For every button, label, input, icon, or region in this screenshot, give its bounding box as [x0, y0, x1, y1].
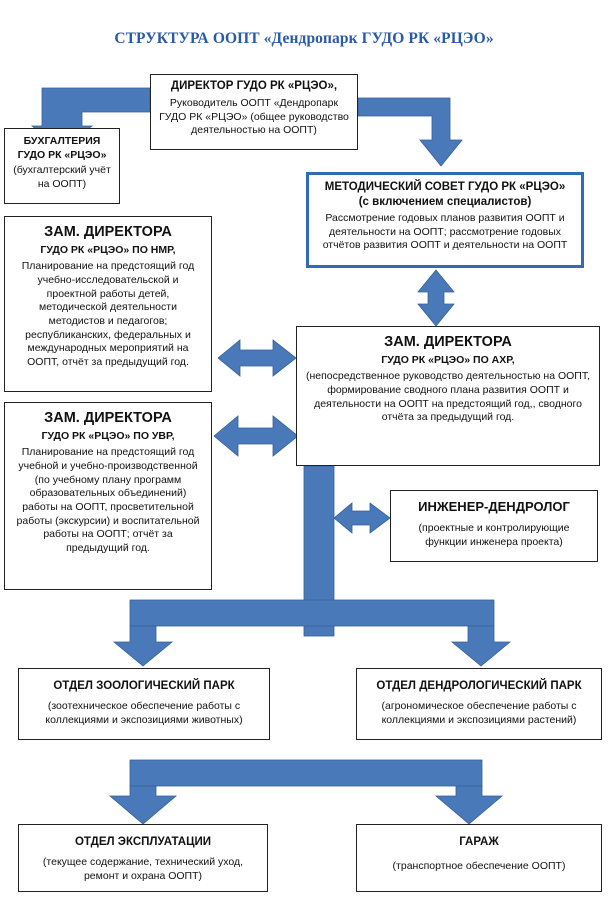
arrow-to-dendro-park — [450, 625, 512, 667]
dendro-park-heading: ОТДЕЛ ДЕНДРОЛОГИЧЕСКИЙ ПАРК — [376, 680, 582, 692]
zoo-park-heading: ОТДЕЛ ЗООЛОГИЧЕСКИЙ ПАРК — [53, 680, 235, 692]
method-council-text: Рассмотрение годовых планов развития ООП… — [322, 211, 568, 252]
dendro-park-text: (агрономическое обеспечение работы с кол… — [381, 699, 577, 726]
deputy-nmr-subheading: ГУДО РК «РЦЭО» ПО НМР, — [40, 243, 176, 256]
deputy-uvr-box: ЗАМ. ДИРЕКТОРА ГУДО РК «РЦЭО» ПО УВР, Пл… — [4, 402, 212, 590]
accounting-text: (бухгалтерский учёт на ООПТ) — [13, 164, 111, 190]
deputy-ahr-heading: ЗАМ. ДИРЕКТОРА — [384, 334, 512, 350]
accounting-box: БУХГАЛТЕРИЯ ГУДО РК «РЦЭО» (бухгалтерски… — [4, 128, 120, 204]
deputy-nmr-box: ЗАМ. ДИРЕКТОРА ГУДО РК «РЦЭО» ПО НМР, Пл… — [4, 216, 212, 392]
method-council-subheading: (с включением специалистов) — [358, 195, 532, 208]
arrow-to-zoo-park — [112, 625, 174, 667]
deputy-uvr-text: Планирование на предстоящий год учебной … — [16, 446, 200, 554]
accounting-heading: БУХГАЛТЕРИЯ ГУДО РК «РЦЭО» — [17, 135, 107, 161]
garage-text: (транспортное обеспечение ООПТ) — [392, 859, 566, 872]
method-council-heading: МЕТОДИЧЕСКИЙ СОВЕТ ГУДО РК «РЦЭО» — [324, 181, 566, 193]
zoo-park-text: (зоотехническое обеспечение работы с кол… — [45, 699, 243, 726]
deputy-uvr-subheading: ГУДО РК «РЦЭО» ПО УВР, — [41, 429, 175, 442]
garage-heading: ГАРАЖ — [459, 836, 499, 848]
deputy-nmr-text: Планирование на предстоящий год учебно-и… — [21, 260, 195, 368]
chart-title: СТРУКТУРА ООПТ «Дендропарк ГУДО РК «РЦЭО… — [114, 30, 494, 47]
dendrologist-text: (проектные и контролирующие функции инже… — [418, 521, 570, 548]
deputy-ahr-text: (непосредственное руководство деятельнос… — [305, 370, 591, 424]
deputy-nmr-heading: ЗАМ. ДИРЕКТОРА — [44, 224, 172, 240]
garage-box: ГАРАЖ (транспортное обеспечение ООПТ) — [356, 824, 602, 892]
director-text: Руководитель ООПТ «Дендропарк ГУДО РК «Р… — [159, 96, 349, 137]
director-heading: ДИРЕКТОР ГУДО РК «РЦЭО», — [170, 80, 338, 92]
dendrologist-heading: ИНЖЕНЕР-ДЕНДРОЛОГ — [418, 499, 570, 514]
arrow-nmr-ahr — [217, 339, 297, 377]
arrow-to-exploitation — [108, 785, 178, 825]
bar-lower — [129, 759, 483, 787]
exploitation-text: (текущее содержание, технический уход, р… — [42, 855, 244, 882]
exploitation-heading: ОТДЕЛ ЭКСПЛУАТАЦИИ — [74, 836, 212, 848]
deputy-uvr-heading: ЗАМ. ДИРЕКТОРА — [44, 410, 172, 426]
arrow-uvr-ahr — [213, 415, 299, 457]
dendro-park-box: ОТДЕЛ ДЕНДРОЛОГИЧЕСКИЙ ПАРК (агрономичес… — [356, 668, 602, 740]
arrow-director-to-council — [357, 97, 463, 167]
method-council-box: МЕТОДИЧЕСКИЙ СОВЕТ ГУДО РК «РЦЭО» (с вкл… — [306, 172, 584, 268]
arrow-trunk-dendrologist — [333, 502, 391, 534]
deputy-ahr-box: ЗАМ. ДИРЕКТОРА ГУДО РК «РЦЭО» ПО АХР, (н… — [296, 326, 600, 466]
dendrologist-box: ИНЖЕНЕР-ДЕНДРОЛОГ (проектные и контролир… — [390, 490, 598, 562]
deputy-ahr-subheading: ГУДО РК «РЦЭО» ПО АХР, — [381, 353, 515, 366]
arrow-council-ahr — [417, 269, 455, 327]
director-box: ДИРЕКТОР ГУДО РК «РЦЭО», Руководитель ОО… — [150, 74, 358, 150]
arrow-to-garage — [434, 785, 504, 825]
zoo-park-box: ОТДЕЛ ЗООЛОГИЧЕСКИЙ ПАРК (зоотехническое… — [18, 668, 270, 740]
bar-upper — [129, 599, 495, 627]
exploitation-box: ОТДЕЛ ЭКСПЛУАТАЦИИ (текущее содержание, … — [18, 824, 268, 892]
